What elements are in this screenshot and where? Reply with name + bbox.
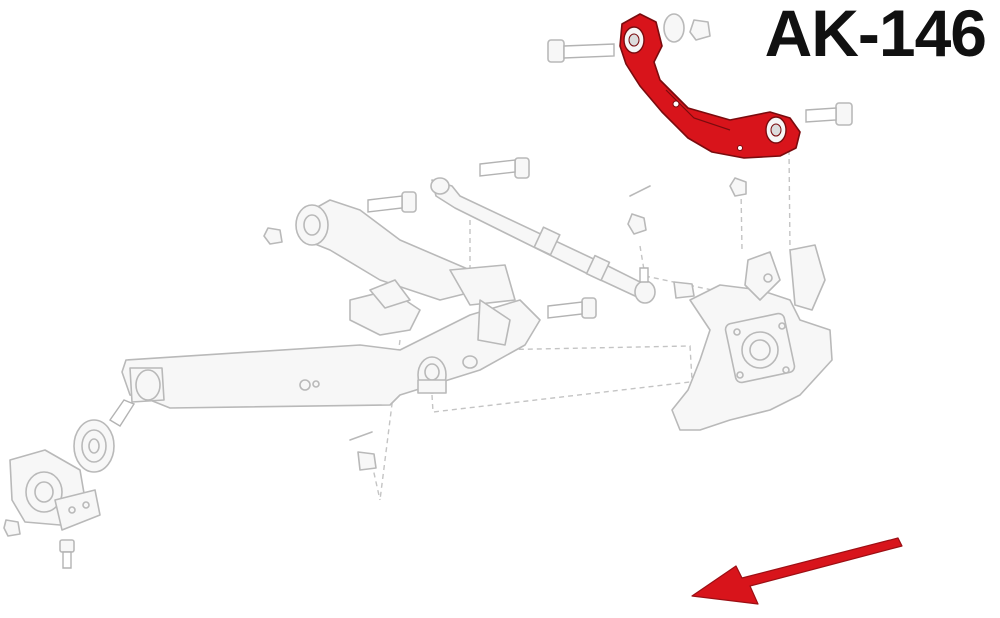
rear-knuckle xyxy=(671,244,833,431)
upper-control-arm-highlight xyxy=(619,13,801,159)
bolt-front-bushing xyxy=(108,399,136,427)
part-code-label: AK-146 xyxy=(764,0,987,70)
bolt-upper-arm-inner xyxy=(547,39,615,63)
toe-link xyxy=(430,177,656,304)
bolt-bracket xyxy=(59,539,75,569)
bolt-hardware xyxy=(59,39,853,569)
bolt-toe-link xyxy=(479,157,530,179)
center-bushing xyxy=(417,355,478,394)
front-direction-arrow-icon xyxy=(691,537,903,605)
nut-hardware xyxy=(3,13,747,537)
bushing-flange xyxy=(73,419,115,473)
bolt-upper-arm-outer xyxy=(805,102,853,126)
trailing-arm xyxy=(295,199,516,346)
lower-control-arm xyxy=(121,299,541,409)
bolt-trailing-arm xyxy=(367,191,417,213)
front-bushing-bracket xyxy=(9,449,101,531)
bolt-lower-arm xyxy=(547,297,597,319)
